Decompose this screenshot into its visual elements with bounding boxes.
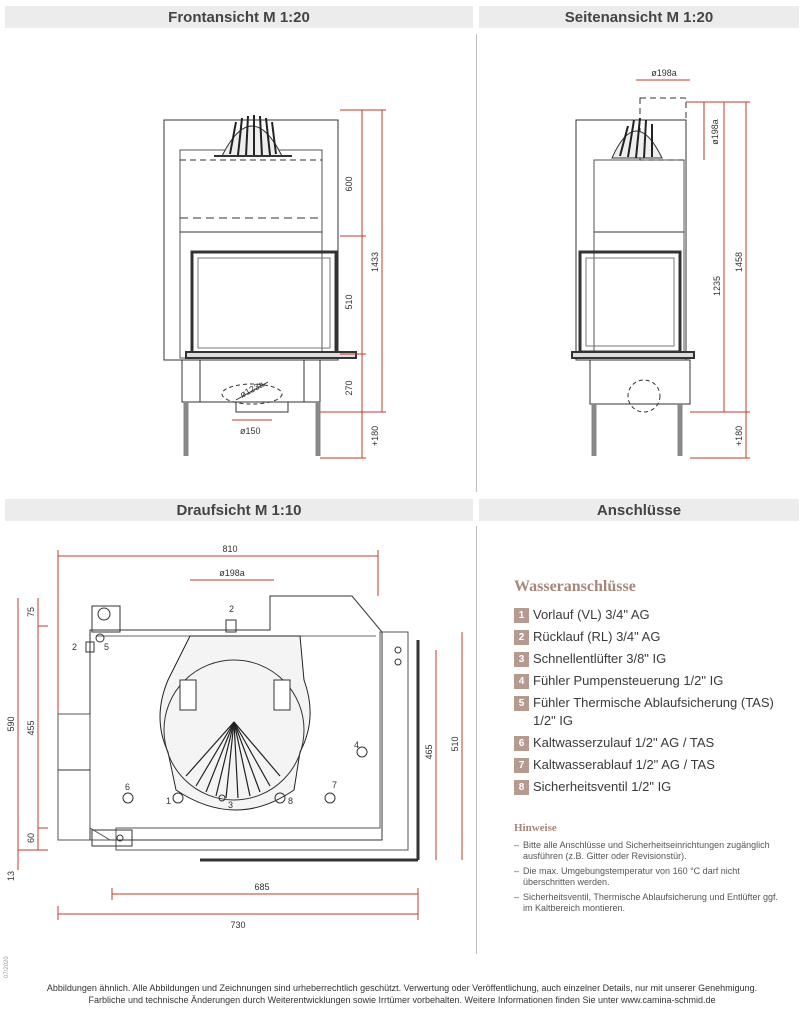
top-dim-flue: ø198a: [219, 568, 245, 578]
note-text: Die max. Umgebungstemperatur von 160 °C …: [523, 866, 740, 887]
connection-number: 3: [514, 652, 529, 667]
connection-label: Fühler Thermische Ablaufsicherung (TAS) …: [533, 695, 774, 728]
marker-7: 7: [332, 780, 337, 790]
side-dim-1235: 1235: [712, 276, 722, 296]
marker-5: 5: [104, 642, 109, 652]
top-view-header: Draufsicht M 1:10: [5, 499, 473, 521]
note-item: – Bitte alle Anschlüsse und Sicherheitse…: [514, 840, 784, 862]
footer-line-1: Abbildungen ähnlich. Alle Abbildungen un…: [46, 983, 758, 993]
connections-title: Anschlüsse: [596, 502, 682, 519]
marker-3: 3: [228, 800, 233, 810]
side-dim-flue-side: ø198a: [710, 119, 720, 145]
front-dim-1433: 1433: [370, 252, 380, 272]
document-code: 07/2020: [4, 956, 10, 978]
list-item: 3 Schnellentlüfter 3/8" IG: [514, 650, 784, 668]
side-view-title: Seitenansicht M 1:20: [564, 9, 714, 26]
list-item: 4 Fühler Pumpensteuerung 1/2" IG: [514, 672, 784, 690]
connection-number: 8: [514, 780, 529, 795]
connection-number: 1: [514, 608, 529, 623]
top-view-title: Draufsicht M 1:10: [176, 502, 302, 519]
front-view-header: Frontansicht M 1:20: [5, 6, 473, 28]
front-dim-600: 600: [344, 176, 354, 191]
connection-label: Fühler Pumpensteuerung 1/2" IG: [533, 673, 724, 688]
connection-label: Kaltwasserzulauf 1/2" AG / TAS: [533, 735, 715, 750]
connections-header: Anschlüsse: [479, 499, 799, 521]
list-item: 6 Kaltwasserzulauf 1/2" AG / TAS: [514, 734, 784, 752]
marker-4: 4: [354, 740, 359, 750]
front-dim-510: 510: [344, 294, 354, 309]
marker-1: 1: [166, 796, 171, 806]
note-text: Sicherheitsventil, Thermische Ablaufsich…: [523, 892, 778, 913]
marker-8: 8: [288, 796, 293, 806]
top-dim-60: 60: [26, 833, 36, 843]
connection-number: 4: [514, 674, 529, 689]
front-dim-pipe: ø150: [240, 426, 261, 436]
top-dim-455: 455: [26, 720, 36, 735]
list-item: 7 Kaltwasserablauf 1/2" AG / TAS: [514, 756, 784, 774]
note-bullet: –: [514, 892, 520, 902]
connection-number: 6: [514, 736, 529, 751]
connection-number: 2: [514, 630, 529, 645]
marker-2-top: 2: [229, 604, 234, 614]
connection-label: Vorlauf (VL) 3/4" AG: [533, 607, 650, 622]
side-view-header: Seitenansicht M 1:20: [479, 6, 799, 28]
top-dim-730: 730: [230, 920, 245, 930]
connection-number: 7: [514, 758, 529, 773]
top-dim-13: 13: [6, 871, 16, 881]
list-item: 2 Rücklauf (RL) 3/4" AG: [514, 628, 784, 646]
marker-2-left: 2: [72, 642, 77, 652]
front-dim-180: +180: [370, 426, 380, 446]
note-bullet: –: [514, 840, 520, 850]
divider-bottom: [476, 526, 477, 954]
notes-list: – Bitte alle Anschlüsse und Sicherheitse…: [514, 840, 784, 918]
footer-disclaimer: Abbildungen ähnlich. Alle Abbildungen un…: [0, 982, 804, 1006]
connection-label: Schnellentlüfter 3/8" IG: [533, 651, 667, 666]
side-dim-180: +180: [734, 426, 744, 446]
footer-line-2: Farbliche und technische Änderungen durc…: [88, 995, 716, 1005]
top-dim-75: 75: [26, 607, 36, 617]
top-dim-810: 810: [222, 544, 237, 554]
divider-top: [476, 34, 477, 492]
front-view-title: Frontansicht M 1:20: [168, 9, 310, 26]
note-item: – Sicherheitsventil, Thermische Ablaufsi…: [514, 892, 784, 914]
water-connections-heading: Wasseranschlüsse: [514, 578, 636, 595]
connection-label: Sicherheitsventil 1/2" IG: [533, 779, 672, 794]
list-item: 1 Vorlauf (VL) 3/4" AG: [514, 606, 784, 624]
note-bullet: –: [514, 866, 520, 876]
top-dim-590: 590: [6, 716, 16, 731]
side-dim-flue-top: ø198a: [651, 68, 677, 78]
connection-number: 5: [514, 696, 529, 711]
list-item: 8 Sicherheitsventil 1/2" IG: [514, 778, 784, 796]
marker-6: 6: [125, 782, 130, 792]
notes-heading: Hinweise: [514, 822, 557, 834]
note-item: – Die max. Umgebungstemperatur von 160 °…: [514, 866, 784, 888]
top-dim-510: 510: [450, 736, 460, 751]
note-text: Bitte alle Anschlüsse und Sicherheitsein…: [523, 840, 770, 861]
side-dim-1458: 1458: [734, 252, 744, 272]
connection-label: Kaltwasserablauf 1/2" AG / TAS: [533, 757, 715, 772]
front-dim-270: 270: [344, 380, 354, 395]
top-dim-685: 685: [254, 882, 269, 892]
connection-label: Rücklauf (RL) 3/4" AG: [533, 629, 661, 644]
list-item: 5 Fühler Thermische Ablaufsicherung (TAS…: [514, 694, 784, 730]
top-dim-465: 465: [424, 744, 434, 759]
connections-list: 1 Vorlauf (VL) 3/4" AG 2 Rücklauf (RL) 3…: [514, 606, 784, 800]
